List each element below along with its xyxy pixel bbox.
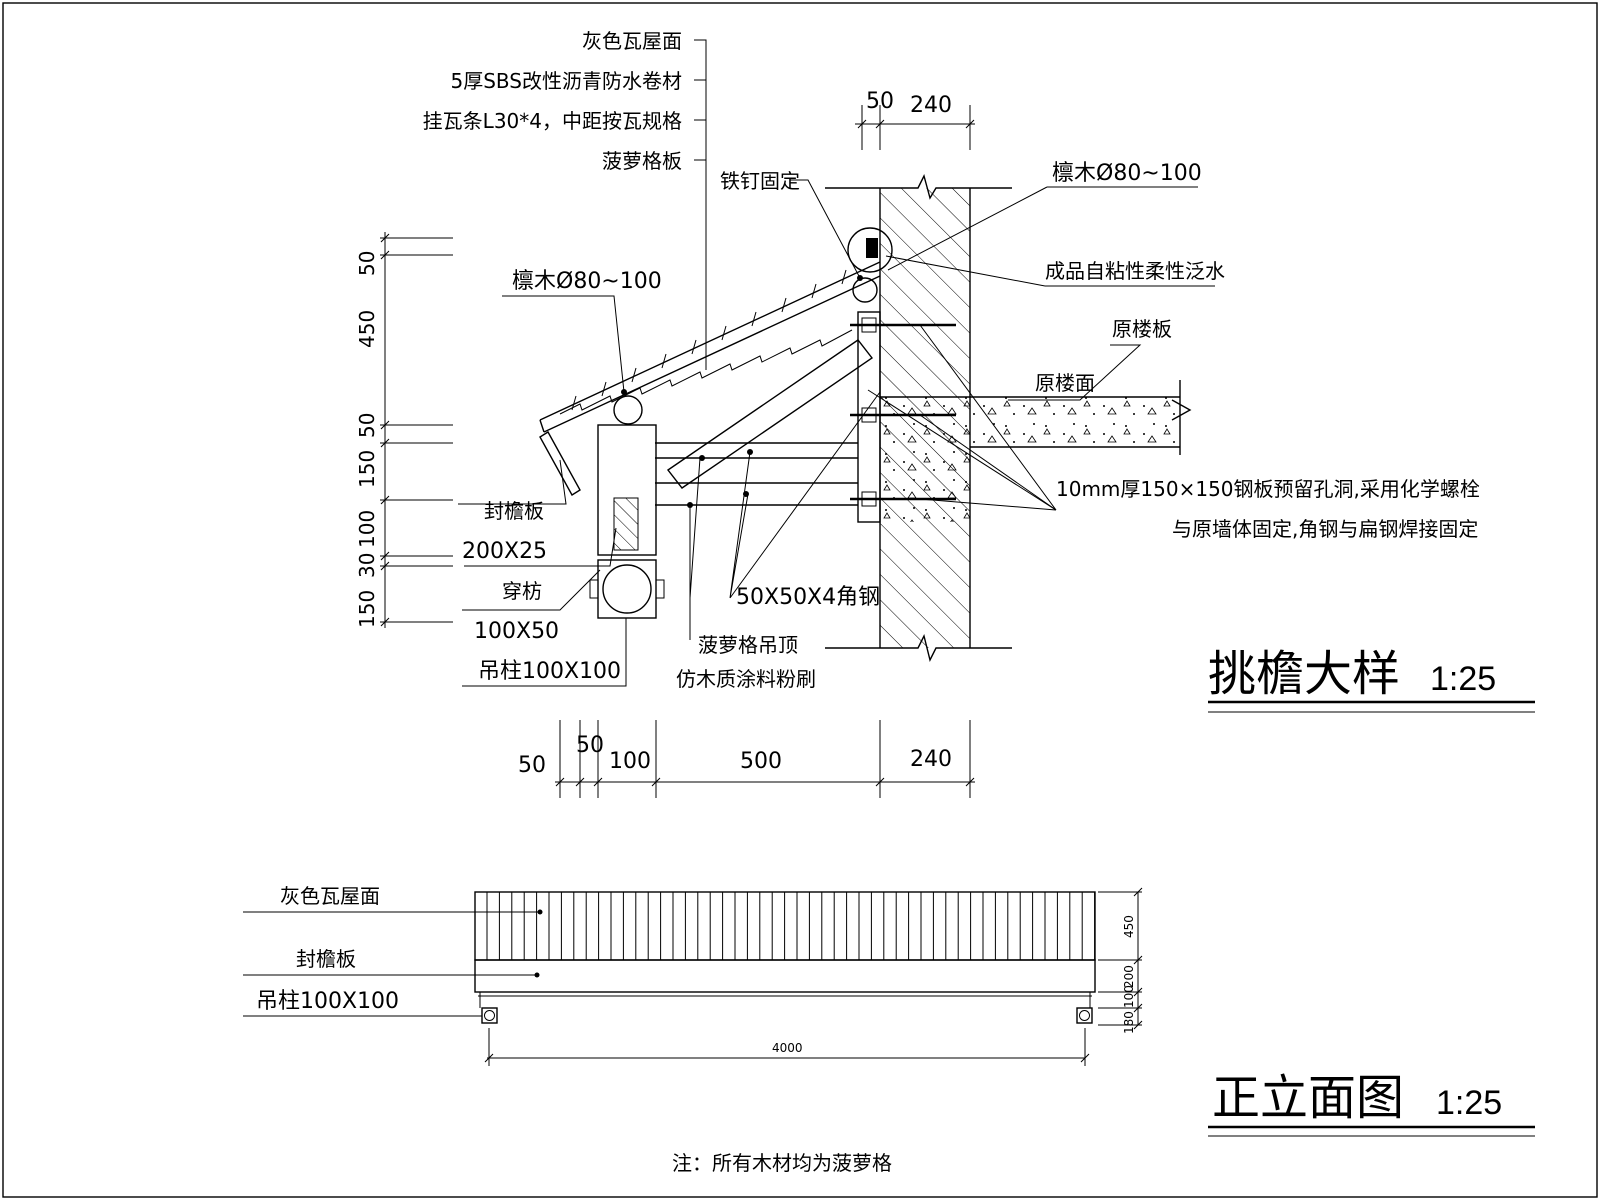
elevation-title: 正立面图: [1212, 1070, 1404, 1126]
dim-bottom-50a: 50: [518, 753, 546, 778]
elevation-post-right: [1076, 1007, 1093, 1024]
elev-label-roof: 灰色瓦屋面: [280, 884, 380, 908]
purlin-low: [613, 395, 643, 425]
label-steel-plate-1: 10mm厚150×150钢板预留孔洞,采用化学螺栓: [1056, 477, 1480, 501]
elev-label-post: 吊柱100X100: [256, 989, 399, 1014]
tie-beam: [597, 424, 657, 556]
elev-dim-width: 4000: [772, 1041, 803, 1055]
label-roof-tile: 灰色瓦屋面: [582, 29, 682, 53]
dimension-left: [380, 232, 453, 628]
drawing-note: 注：所有木材均为菠萝格: [672, 1151, 892, 1175]
label-hanging-post: 吊柱100X100: [478, 659, 621, 684]
fascia-board: [539, 431, 581, 496]
dim-bottom-50b: 50: [576, 733, 604, 758]
label-purlin-top: 檩木Ø80~100: [1052, 161, 1202, 186]
hanging-post: [597, 559, 657, 619]
elev-label-fascia: 封檐板: [296, 947, 356, 971]
elevation-drawing: 灰色瓦屋面 封檐板 吊柱100X100 450 200 100 180 4000…: [243, 884, 1535, 1137]
angle-steel: [655, 442, 858, 506]
dimension-bottom: [555, 720, 975, 798]
elevation-title-block: 正立面图 1:25: [1208, 1070, 1535, 1137]
dim-left-150b: 150: [355, 590, 379, 628]
roof-ribs: [486, 892, 1096, 960]
dim-left-450: 450: [355, 310, 379, 348]
label-fascia-size: 200X25: [462, 539, 547, 564]
section-drawing: 灰色瓦屋面 5厚SBS改性沥青防水卷材 挂瓦条L30*4，中距按瓦规格 菠萝格板…: [355, 29, 1535, 798]
elev-dim-100: 100: [1122, 985, 1136, 1008]
dim-left-100: 100: [355, 510, 379, 548]
purlin-top: [847, 227, 893, 273]
label-tie-beam-size: 100X50: [474, 619, 559, 644]
section-title: 挑檐大样: [1208, 646, 1400, 702]
label-tie-beam: 穿枋: [502, 579, 542, 603]
dim-bottom-240: 240: [910, 747, 952, 772]
steel-plates: [850, 311, 956, 523]
label-flashing: 成品自粘性柔性泛水: [1045, 259, 1225, 283]
elevation-fascia: [474, 959, 1096, 993]
label-board: 菠萝格板: [602, 149, 682, 173]
label-ceiling-2: 仿木质涂料粉刷: [676, 667, 816, 691]
label-fascia: 封檐板: [484, 499, 544, 523]
label-floor-slab: 原楼板: [1112, 317, 1172, 341]
leader-lines: [458, 39, 1215, 687]
elevation-scale: 1:25: [1436, 1084, 1502, 1122]
roof-slope: [539, 261, 881, 433]
label-batten: 挂瓦条L30*4，中距按瓦规格: [423, 109, 682, 133]
dim-left-150a: 150: [355, 450, 379, 488]
label-steel-plate-2: 与原墙体固定,角钢与扁钢焊接固定: [1172, 517, 1478, 541]
dim-left-50b: 50: [355, 413, 379, 438]
label-ceiling-1: 菠萝格吊顶: [698, 633, 798, 657]
elev-dim-450: 450: [1122, 915, 1136, 938]
elev-dim-180: 180: [1122, 1011, 1136, 1034]
dim-top-50: 50: [866, 89, 894, 114]
section-title-block: 挑檐大样 1:25: [1208, 646, 1535, 713]
label-sbs-membrane: 5厚SBS改性沥青防水卷材: [451, 69, 682, 93]
section-labels: 灰色瓦屋面 5厚SBS改性沥青防水卷材 挂瓦条L30*4，中距按瓦规格 菠萝格板…: [355, 29, 1480, 778]
dim-left-50a: 50: [355, 251, 379, 276]
dim-top-240: 240: [910, 93, 952, 118]
section-scale: 1:25: [1430, 660, 1496, 698]
label-nail: 铁钉固定: [720, 169, 800, 193]
dimension-top: [855, 105, 975, 150]
label-purlin-low: 檩木Ø80~100: [512, 269, 662, 294]
elev-dim-200: 200: [1122, 965, 1136, 988]
dim-left-30: 30: [355, 553, 379, 578]
diagonal-strut: [666, 339, 874, 489]
label-floor-surface: 原楼面: [1035, 371, 1095, 395]
label-angle-steel: 50X50X4角钢: [736, 585, 880, 610]
dim-bottom-100: 100: [609, 749, 651, 774]
dim-bottom-500: 500: [740, 749, 782, 774]
